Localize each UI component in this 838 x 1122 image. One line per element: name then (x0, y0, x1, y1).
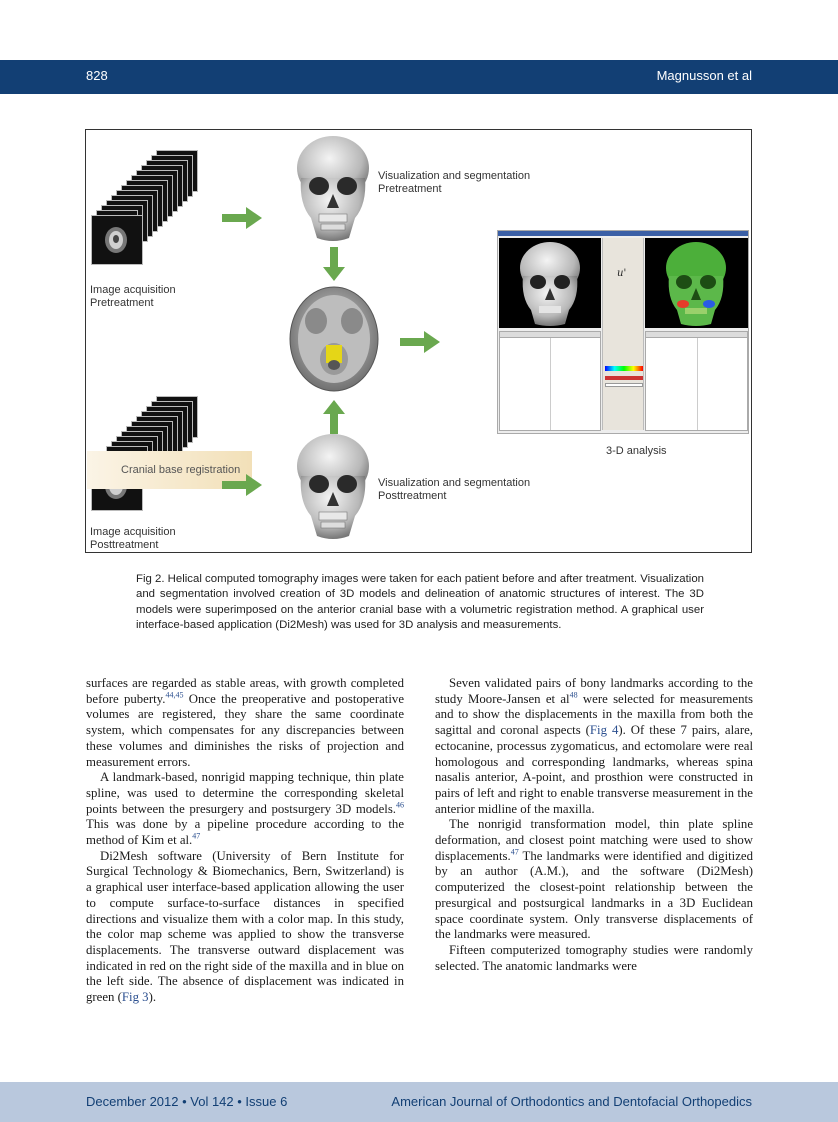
citation[interactable]: 44,45 (165, 690, 184, 700)
citation[interactable]: 47 (510, 847, 519, 857)
paragraph: Seven validated pairs of bony landmarks … (435, 676, 754, 816)
page-number: 828 (86, 68, 108, 83)
label-acquisition-pretreatment: Image acquisition Pretreatment (90, 284, 176, 309)
label-registration: Cranial base registration (121, 464, 241, 476)
label-visualization-posttreatment: Visualization and segmentation Posttreat… (378, 477, 531, 502)
arrow-up-icon (323, 400, 345, 434)
journal-name: American Journal of Orthodontics and Den… (391, 1094, 752, 1109)
running-header: 828 Magnusson et al (0, 60, 838, 94)
figure-2: Image acquisition Pretreatment Image acq… (85, 129, 752, 553)
figure-caption: Fig 2. Helical computed tomography image… (136, 573, 704, 631)
body-column-right: Seven validated pairs of bony landmarks … (435, 676, 753, 974)
figure-link[interactable]: Fig 4 (589, 723, 619, 738)
citation[interactable]: 46 (396, 800, 404, 810)
paragraph: A landmark-based, nonrigid mapping techn… (86, 770, 404, 848)
running-footer: December 2012 • Vol 142 • Issue 6 Americ… (0, 1082, 838, 1122)
color-map-scale (605, 366, 643, 371)
di2mesh-screenshot: u' (497, 230, 749, 434)
arrow-right-pre-icon (222, 207, 262, 229)
label-acquisition-posttreatment: Image acquisition Posttreatment (90, 526, 176, 551)
ct-stack-pretreatment (90, 150, 200, 270)
skull-model-pretreatment (297, 136, 369, 241)
label-3d-analysis: 3-D analysis (606, 445, 667, 457)
body-column-left: surfaces are regarded as stable areas, w… (86, 676, 404, 1006)
paragraph: surfaces are regarded as stable areas, w… (86, 676, 404, 769)
skull-model-posttreatment (297, 434, 369, 539)
skull-render-gray (520, 242, 580, 326)
skull-render-colormap (666, 242, 726, 326)
paragraph: Di2Mesh software (University of Bern Ins… (86, 848, 404, 1005)
arrow-right-post-icon (222, 474, 262, 496)
running-author: Magnusson et al (656, 68, 752, 83)
issue-info: December 2012 • Vol 142 • Issue 6 (86, 1094, 288, 1109)
arrow-down-icon (323, 247, 345, 281)
citation[interactable]: 48 (569, 690, 578, 700)
figure-link[interactable]: Fig 3 (121, 990, 149, 1005)
paragraph: The nonrigid transformation model, thin … (435, 817, 753, 942)
label-visualization-pretreatment: Visualization and segmentation Pretreatm… (378, 170, 531, 195)
displacement-symbol-icon: u' (617, 268, 627, 279)
arrow-right-analysis-icon (400, 331, 440, 353)
cranial-base-model (289, 286, 379, 392)
citation[interactable]: 47 (192, 831, 201, 841)
paragraph: Fifteen computerized tomography studies … (435, 942, 753, 973)
